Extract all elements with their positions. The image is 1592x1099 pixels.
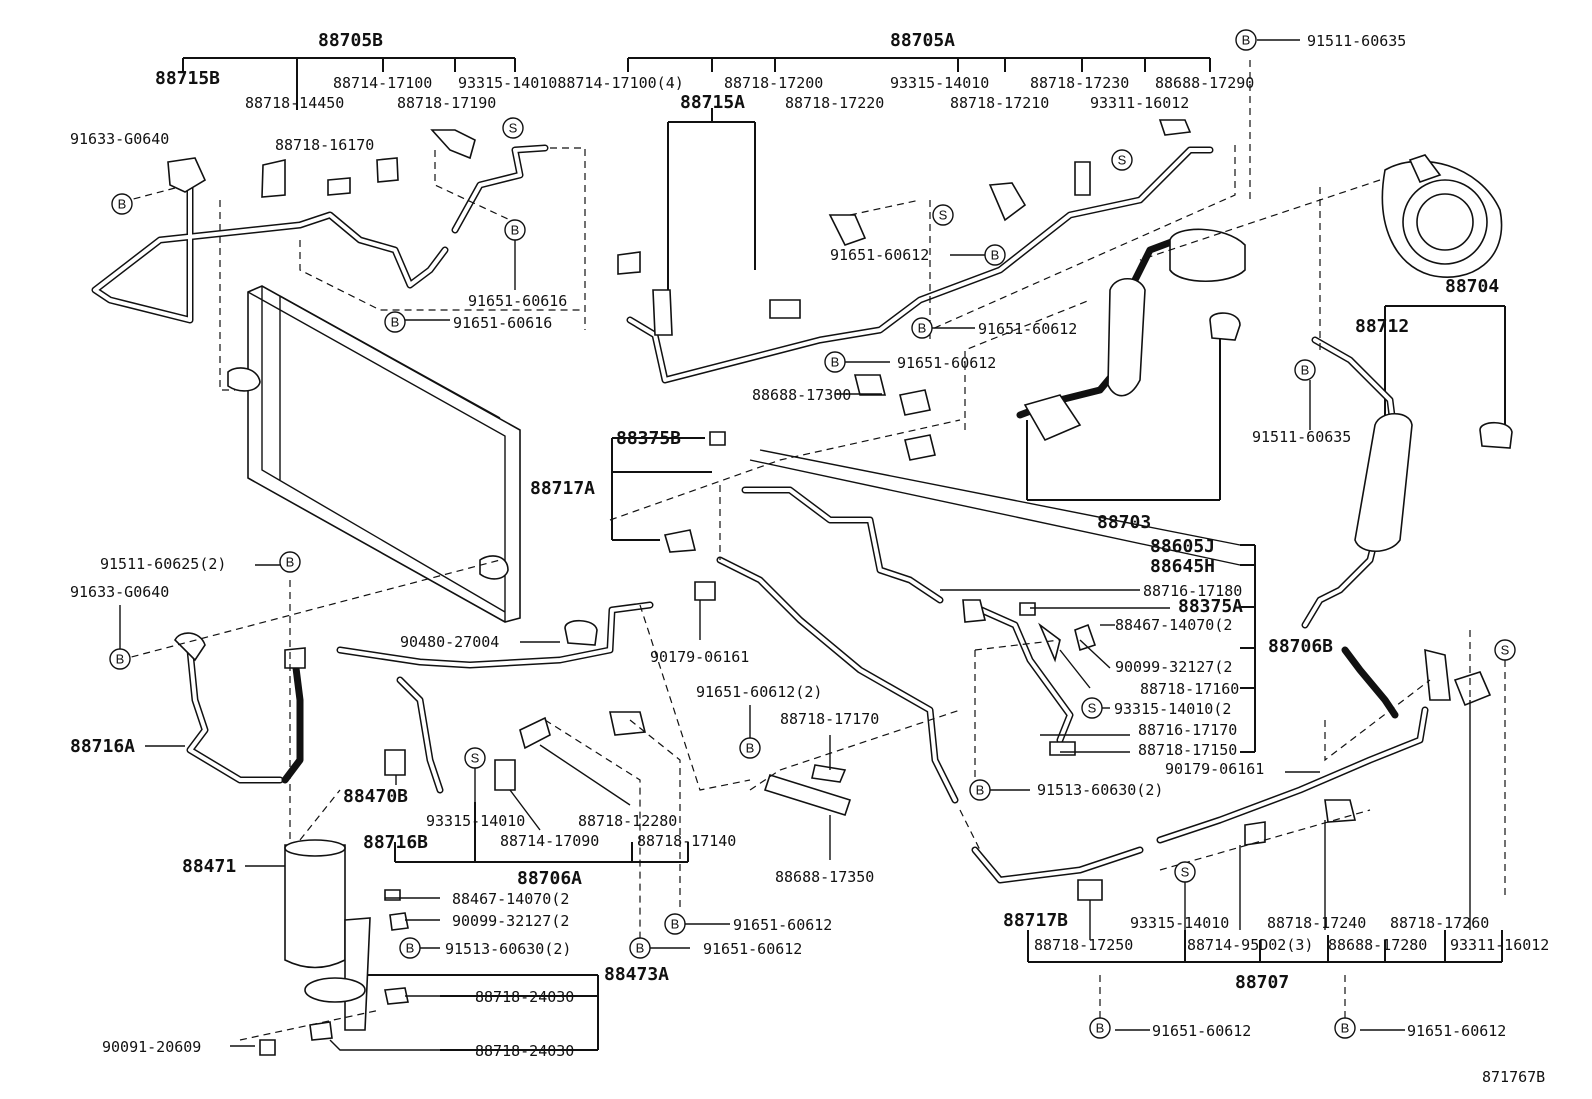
label-88471: 88471 [182,856,236,877]
label-88717A: 88717A [530,478,595,499]
label-88718-24030-a: 88718-24030 [475,988,574,1006]
label-91633-G0640-b: 91633-G0640 [70,583,169,601]
label-93315-1401-88714-17100: 93315-1401088714-17100(4) [458,74,684,92]
label-88717B: 88717B [1003,910,1068,931]
label-88718-17160: 88718-17160 [1140,680,1239,698]
label-91651-60612-e: 91651-60612 [703,940,802,958]
label-91513-60630-b: 91513-60630(2) [445,940,571,958]
label-93315-14010-l: 93315-14010 [426,812,525,830]
label-88718-17150: 88718-17150 [1138,741,1237,759]
label-88714-95D02: 88714-95D02(3) [1187,936,1313,954]
label-90099-32127-a: 90099-32127(2 [1115,658,1232,676]
label-88705B: 88705B [318,30,383,51]
label-91511-60635-mid: 91511-60635 [1252,428,1351,446]
label-91633-G0640-a: 91633-G0640 [70,130,169,148]
label-90179-06161-c: 90179-06161 [650,648,749,666]
label-88467-14070-b: 88467-14070(2 [452,890,569,908]
label-88473A: 88473A [604,964,669,985]
label-91511-60635-top: 91511-60635 [1307,32,1406,50]
label-91651-60612-2: 91651-60612(2) [696,683,822,701]
leader-lines [119,39,1471,1051]
label-88703: 88703 [1097,512,1151,533]
label-91651-60616-a: 91651-60616 [468,292,567,310]
label-88375A: 88375A [1178,596,1243,617]
label-91651-60616-b: 91651-60616 [453,314,552,332]
label-88688-17290: 88688-17290 [1155,74,1254,92]
label-88718-12280: 88718-12280 [578,812,677,830]
label-88467-14070-a: 88467-14070(2 [1115,616,1232,634]
label-91511-60625: 91511-60625(2) [100,555,226,573]
label-91651-60612-a: 91651-60612 [830,246,929,264]
label-88714-17100: 88714-17100 [333,74,432,92]
label-93315-14010-top: 93315-14010 [890,74,989,92]
label-88718-17210: 88718-17210 [950,94,1049,112]
label-93315-14010-b: 93315-14010 [1130,914,1229,932]
label-88705A: 88705A [890,30,955,51]
label-88716-17180: 88716-17180 [1143,582,1242,600]
label-88718-17230: 88718-17230 [1030,74,1129,92]
label-90099-32127-b: 90099-32127(2 [452,912,569,930]
label-88718-16170: 88718-16170 [275,136,374,154]
label-88716-17170: 88716-17170 [1138,721,1237,739]
label-88712: 88712 [1355,316,1409,337]
label-871767B: 871767B [1482,1068,1545,1086]
label-88718-17250: 88718-17250 [1034,936,1133,954]
label-88715B: 88715B [155,68,220,89]
label-88375B: 88375B [616,428,681,449]
label-88718-17200: 88718-17200 [724,74,823,92]
label-88706B: 88706B [1268,636,1333,657]
pipes [91,144,1429,884]
components [167,119,1513,1056]
label-88704: 88704 [1445,276,1499,297]
label-88688-17350: 88688-17350 [775,868,874,886]
condenser [227,285,521,623]
label-90480-27004: 90480-27004 [400,633,499,651]
label-88605J: 88605J [1150,536,1215,557]
label-88718-17260: 88718-17260 [1390,914,1489,932]
label-88718-17220: 88718-17220 [785,94,884,112]
label-88718-24030-b: 88718-24030 [475,1042,574,1060]
label-88688-17280: 88688-17280 [1328,936,1427,954]
label-88707: 88707 [1235,972,1289,993]
label-91513-60630-r: 91513-60630(2) [1037,781,1163,799]
label-88714-17090: 88714-17090 [500,832,599,850]
label-88718-17140: 88718-17140 [637,832,736,850]
label-88718-14450: 88718-14450 [245,94,344,112]
label-91651-60612-f: 91651-60612 [1152,1022,1251,1040]
label-93311-16012-top: 93311-16012 [1090,94,1189,112]
dashed-lines [119,60,1506,1041]
part-labels: 88715B 88714-17100 93315-1401088714-1710… [70,32,1549,1086]
label-91651-60612-g: 91651-60612 [1407,1022,1506,1040]
label-93311-16012-b: 93311-16012 [1450,936,1549,954]
group-brackets [182,57,1506,1051]
label-90179-06161-r: 90179-06161 [1165,760,1264,778]
label-88715A: 88715A [680,92,745,113]
label-88718-17170: 88718-17170 [780,710,879,728]
label-93315-14010-2: 93315-14010(2 [1114,700,1231,718]
label-88718-17240: 88718-17240 [1267,914,1366,932]
label-91651-60612-c: 91651-60612 [897,354,996,372]
label-88716B: 88716B [363,832,428,853]
label-88645H: 88645H [1150,556,1215,577]
label-91651-60612-d: 91651-60612 [733,916,832,934]
label-91651-60612-b: 91651-60612 [978,320,1077,338]
label-88706A: 88706A [517,868,582,889]
label-88716A: 88716A [70,736,135,757]
group-labels: 88705B 88705A 88704 88703 88707 88706A 8… [318,30,1499,993]
label-88470B: 88470B [343,786,408,807]
label-88688-17300: 88688-17300 [752,386,851,404]
label-90091-20609: 90091-20609 [102,1038,201,1056]
label-88718-17190: 88718-17190 [397,94,496,112]
